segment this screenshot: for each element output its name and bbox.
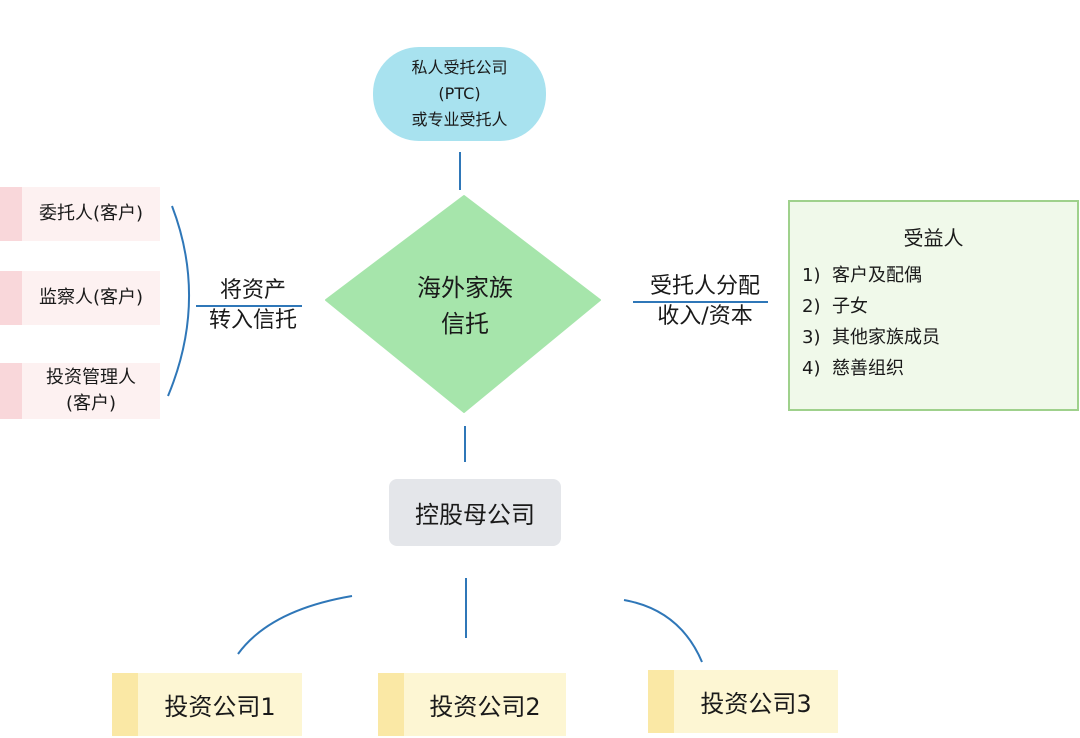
trustee-line-1: 私人受托公司 xyxy=(411,58,508,77)
investment-company-3: 投资公司3 xyxy=(648,670,838,733)
holding-right-connector xyxy=(623,599,703,663)
trust-diamond xyxy=(325,195,601,413)
beneficiary-item-number: 1) xyxy=(802,265,821,286)
beneficiary-item-number: 3) xyxy=(802,327,821,348)
trustee-node: 私人受托公司 (PTC) 或专业受托人 xyxy=(373,47,546,141)
trust-label-line-2: 信托 xyxy=(441,310,489,338)
investment-company-label: 投资公司2 xyxy=(429,693,541,721)
holding-left-connector xyxy=(237,595,353,655)
beneficiary-item: 2) 子女 xyxy=(802,291,940,322)
investment-company-label: 投资公司1 xyxy=(164,693,276,721)
distribution-label-line-1: 受托人分配 xyxy=(649,274,760,299)
trustee-line-3: 或专业受托人 xyxy=(411,110,508,129)
party-settlor-label: 委托人(客户) xyxy=(38,203,144,224)
beneficiary-item-text: 客户及配偶 xyxy=(832,265,922,286)
holding-company-label: 控股母公司 xyxy=(415,501,535,529)
beneficiary-item-number: 2) xyxy=(802,296,821,317)
party-protector-label: 监察人(客户) xyxy=(38,287,144,308)
beneficiary-item: 3) 其他家族成员 xyxy=(802,322,940,353)
parties-bracket xyxy=(167,205,191,397)
transfer-label-line-2: 转入信托 xyxy=(208,308,297,333)
beneficiary-title: 受益人 xyxy=(903,226,964,250)
trust-label: 海外家族 信托 xyxy=(380,270,550,342)
beneficiary-list: 1) 客户及配偶 2) 子女 3) 其他家族成员 4) 慈善组织 xyxy=(802,260,940,384)
beneficiary-item-text: 慈善组织 xyxy=(832,358,904,379)
investment-company-1: 投资公司1 xyxy=(112,673,302,736)
beneficiary-box: 受益人 1) 客户及配偶 2) 子女 3) 其他家族成员 4) 慈善组织 xyxy=(788,200,1079,411)
beneficiary-item-text: 子女 xyxy=(832,296,868,317)
holding-company: 控股母公司 xyxy=(389,479,561,546)
beneficiary-item: 4) 慈善组织 xyxy=(802,353,940,384)
beneficiary-item-text: 其他家族成员 xyxy=(832,327,940,348)
party-investment-manager-label: 投资管理人 xyxy=(46,367,136,388)
trustee-line-2: (PTC) xyxy=(438,84,481,103)
transfer-label: 将资产 转入信托 xyxy=(198,276,308,336)
party-protector: 监察人(客户) xyxy=(0,271,160,325)
party-settlor: 委托人(客户) xyxy=(0,187,160,241)
party-investment-manager-sublabel: (客户) xyxy=(65,393,117,414)
investment-company-2: 投资公司2 xyxy=(378,673,566,736)
party-investment-manager: 投资管理人 (客户) xyxy=(0,363,160,419)
distribution-label: 受托人分配 收入/资本 xyxy=(630,272,780,332)
distribution-label-line-2: 收入/资本 xyxy=(657,304,753,329)
beneficiary-item-number: 4) xyxy=(802,358,821,379)
transfer-label-line-1: 将资产 xyxy=(219,278,286,303)
beneficiary-item: 1) 客户及配偶 xyxy=(802,260,940,291)
investment-company-label: 投资公司3 xyxy=(700,690,812,718)
trust-label-line-1: 海外家族 xyxy=(417,274,513,302)
